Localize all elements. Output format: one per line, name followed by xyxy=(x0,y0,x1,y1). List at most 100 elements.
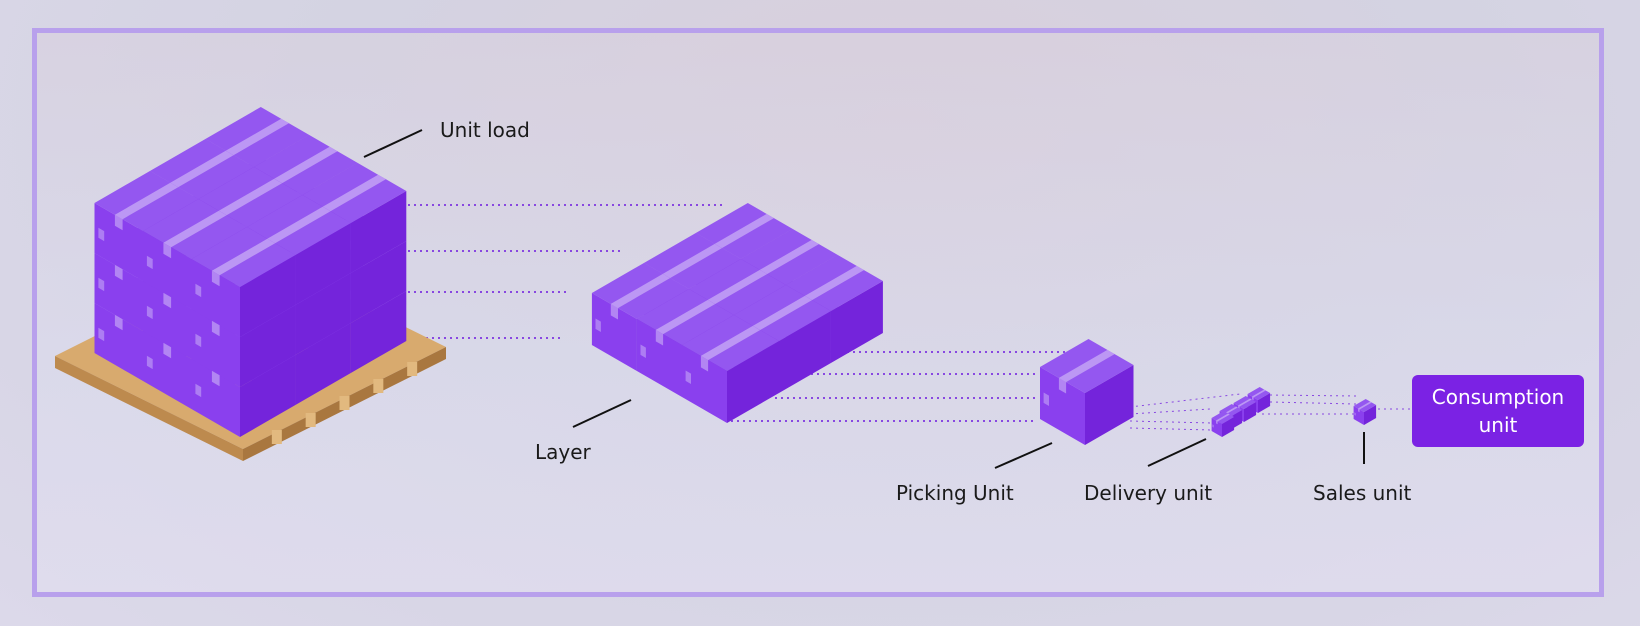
layer-box xyxy=(591,263,689,371)
box-left-face xyxy=(1353,406,1364,425)
box-tape-side xyxy=(655,329,664,346)
box-tape xyxy=(322,174,386,212)
box-left-face xyxy=(636,319,682,397)
box-right-face xyxy=(1258,393,1271,413)
pallet-left-side xyxy=(55,356,243,461)
connector-picking-delivery xyxy=(1129,427,1213,431)
box-tape xyxy=(655,299,715,335)
box-right-face xyxy=(830,281,883,363)
box-left-face xyxy=(94,253,143,331)
box-left-face xyxy=(1211,418,1222,437)
box-tape xyxy=(707,269,767,305)
box-tape-side xyxy=(114,314,123,331)
box-left-face xyxy=(191,259,240,337)
box-tape-side xyxy=(114,264,123,281)
box-tape-side xyxy=(1058,377,1067,394)
box-left-face xyxy=(143,331,192,409)
box-label xyxy=(146,355,153,370)
box-label xyxy=(1212,424,1214,428)
box-tape-side xyxy=(1216,420,1218,425)
pallet-block xyxy=(373,379,384,393)
box-left-face xyxy=(191,359,240,437)
box-right-face xyxy=(1364,405,1377,425)
box-tape xyxy=(1058,349,1115,383)
box-tape xyxy=(163,210,227,248)
box-tape xyxy=(804,265,864,301)
consumption-unit-line1: Consumption xyxy=(1431,385,1565,409)
box-label xyxy=(98,227,105,242)
pallet-block xyxy=(305,413,316,427)
box-label xyxy=(640,344,646,358)
box-right-face xyxy=(295,323,351,405)
box-right-face xyxy=(295,273,351,355)
leader-delivery-unit xyxy=(1147,438,1207,467)
pallet-block xyxy=(407,362,418,376)
box-tape xyxy=(218,178,282,216)
box-tape xyxy=(1358,401,1372,410)
box-tape xyxy=(225,118,289,156)
box-tape xyxy=(211,238,276,276)
box-right-face xyxy=(779,311,831,393)
leader-unit-load xyxy=(363,129,423,158)
consumption-unit-line2: unit xyxy=(1478,413,1518,437)
box-left-face xyxy=(94,303,143,381)
box-label xyxy=(1043,392,1049,406)
box-tape xyxy=(267,206,331,244)
box-tape-side xyxy=(114,214,123,231)
box-tape xyxy=(170,150,234,188)
box-label xyxy=(595,318,601,332)
box-left-face xyxy=(191,309,240,387)
box-tape xyxy=(274,146,338,184)
connector-picking-delivery xyxy=(1129,408,1211,415)
box-right-face xyxy=(240,255,296,337)
box-label xyxy=(195,383,202,398)
box-tape xyxy=(610,273,670,309)
box-label xyxy=(195,283,202,298)
box-tape-side xyxy=(211,320,220,337)
connector-lines xyxy=(408,204,1412,431)
box-label xyxy=(146,305,153,320)
label-unit-load: Unit load xyxy=(440,118,530,142)
box-right-face xyxy=(240,305,296,387)
box-right-face xyxy=(350,241,407,323)
box-tape xyxy=(759,239,819,275)
label-layer: Layer xyxy=(535,440,591,464)
box-tape xyxy=(1238,398,1252,407)
box-label xyxy=(685,370,691,384)
pallet-block xyxy=(271,430,282,444)
box-right-face xyxy=(350,291,407,373)
label-picking-unit: Picking Unit xyxy=(896,481,1014,505)
box-tape-side xyxy=(1358,408,1360,413)
box-left-face xyxy=(143,281,192,359)
box-tape-side xyxy=(163,292,172,309)
box-tape xyxy=(662,243,722,279)
box-right-face xyxy=(1222,417,1235,437)
box-tape xyxy=(1252,389,1266,398)
box-label xyxy=(98,277,105,292)
box-left-face xyxy=(143,231,192,309)
box-right-face xyxy=(295,223,351,305)
box-tape-side xyxy=(163,342,172,359)
box-right-face xyxy=(350,191,407,273)
sales-unit-box xyxy=(1353,399,1377,425)
box-label xyxy=(195,333,202,348)
box-tape-side xyxy=(700,355,709,372)
label-sales-unit: Sales unit xyxy=(1313,481,1412,505)
box-right-face xyxy=(240,355,296,437)
leader-layer xyxy=(572,399,632,428)
box-tape xyxy=(1216,413,1230,422)
layer-box xyxy=(682,315,779,423)
boxes xyxy=(94,107,1377,445)
box-left-face xyxy=(94,203,143,281)
box-label xyxy=(98,327,105,342)
box-tape xyxy=(700,325,760,361)
leader-lines xyxy=(363,129,1365,469)
box-tape xyxy=(114,182,179,220)
box-tape-side xyxy=(610,303,618,320)
box-tape xyxy=(752,295,812,331)
box-tape xyxy=(1224,406,1238,415)
box-tape-side xyxy=(1252,396,1254,401)
box-tape-side xyxy=(211,370,220,387)
